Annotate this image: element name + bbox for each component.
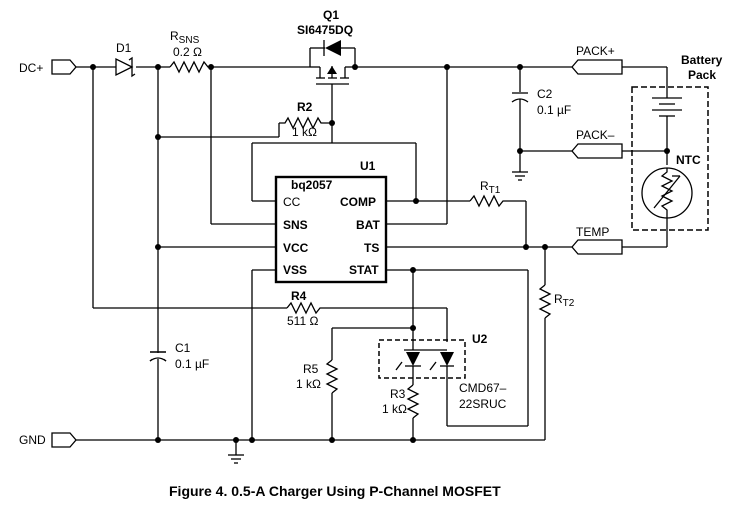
stat-wires <box>386 269 529 427</box>
pin-comp: COMP <box>340 195 376 209</box>
r5-label: R5 <box>303 362 319 376</box>
c1-gap <box>152 353 164 359</box>
c1-label: C1 <box>175 341 191 355</box>
r3-value: 1 kΩ <box>382 402 407 416</box>
c2-value: 0.1 µF <box>537 103 571 117</box>
resistor-r2 <box>158 116 332 138</box>
gnd-rail <box>76 439 545 464</box>
pin-stat: STAT <box>349 263 379 277</box>
pin-cc: CC <box>283 195 301 209</box>
u1-label: U1 <box>360 159 376 173</box>
resistor-rt2 <box>538 247 552 440</box>
pack-plus-port <box>571 59 623 75</box>
junction-dots <box>90 64 670 443</box>
rt1-label: RT1 <box>480 179 501 196</box>
capacitor-c1-plates <box>149 351 167 362</box>
led-u2 <box>378 339 466 379</box>
battery-label-line2: Pack <box>688 68 716 82</box>
dc-plus-label: DC+ <box>19 61 43 75</box>
r2-value: 1 kΩ <box>292 125 317 139</box>
temp-label: TEMP <box>576 225 609 239</box>
battery-pack <box>622 66 709 248</box>
dc-plus-port <box>51 59 77 75</box>
gnd-label: GND <box>19 433 46 447</box>
pin-vss: VSS <box>283 263 307 277</box>
gnd-port <box>51 432 77 448</box>
q1-part: SI6475DQ <box>297 23 353 37</box>
pin-vcc: VCC <box>283 241 309 255</box>
figure-caption: Figure 4. 0.5-A Charger Using P-Channel … <box>169 483 501 499</box>
pack-plus-label: PACK+ <box>576 44 615 58</box>
mosfet-q1 <box>309 40 356 92</box>
resistor-rt1 <box>416 194 527 247</box>
rt2-label: RT2 <box>554 292 575 309</box>
u2-label: U2 <box>472 332 488 346</box>
d1-label: D1 <box>116 41 132 55</box>
ic-u1 <box>274 175 388 284</box>
pin-sns: SNS <box>283 218 308 232</box>
battery-label-line1: Battery <box>681 53 723 67</box>
c1-value: 0.1 µF <box>175 357 209 371</box>
capacitor-c2 <box>511 67 572 181</box>
resistor-r5 <box>325 327 413 440</box>
c2-label: C2 <box>537 87 553 101</box>
pin-bat: BAT <box>356 218 380 232</box>
vcc-wires <box>157 67 276 440</box>
bat-wires <box>386 67 448 225</box>
rsns-value: 0.2 Ω <box>173 45 202 59</box>
r2-label: R2 <box>297 100 313 114</box>
rsns-label: RSNS <box>170 29 200 46</box>
r3-label: R3 <box>390 387 406 401</box>
pack-minus-label: PACK– <box>576 128 615 142</box>
pack-minus-port <box>571 143 623 159</box>
resistor-r4 <box>92 67 448 342</box>
q1-label: Q1 <box>323 8 339 22</box>
u2-part-line1: CMD67– <box>459 381 507 395</box>
r5-value: 1 kΩ <box>296 377 321 391</box>
u2-part-line2: 22SRUC <box>459 397 507 411</box>
diode-d1 <box>115 56 136 78</box>
sns-wires <box>210 67 276 225</box>
u1-part: bq2057 <box>291 178 333 192</box>
r4-value: 511 Ω <box>287 314 318 328</box>
ntc-label: NTC <box>676 153 701 167</box>
resistor-rsns <box>169 60 210 74</box>
gate-wires <box>251 92 417 202</box>
pin-ts: TS <box>364 241 379 255</box>
r4-label: R4 <box>291 289 307 303</box>
temp-port <box>571 239 623 255</box>
vss-wires <box>251 269 276 440</box>
resistor-r3 <box>406 375 420 440</box>
